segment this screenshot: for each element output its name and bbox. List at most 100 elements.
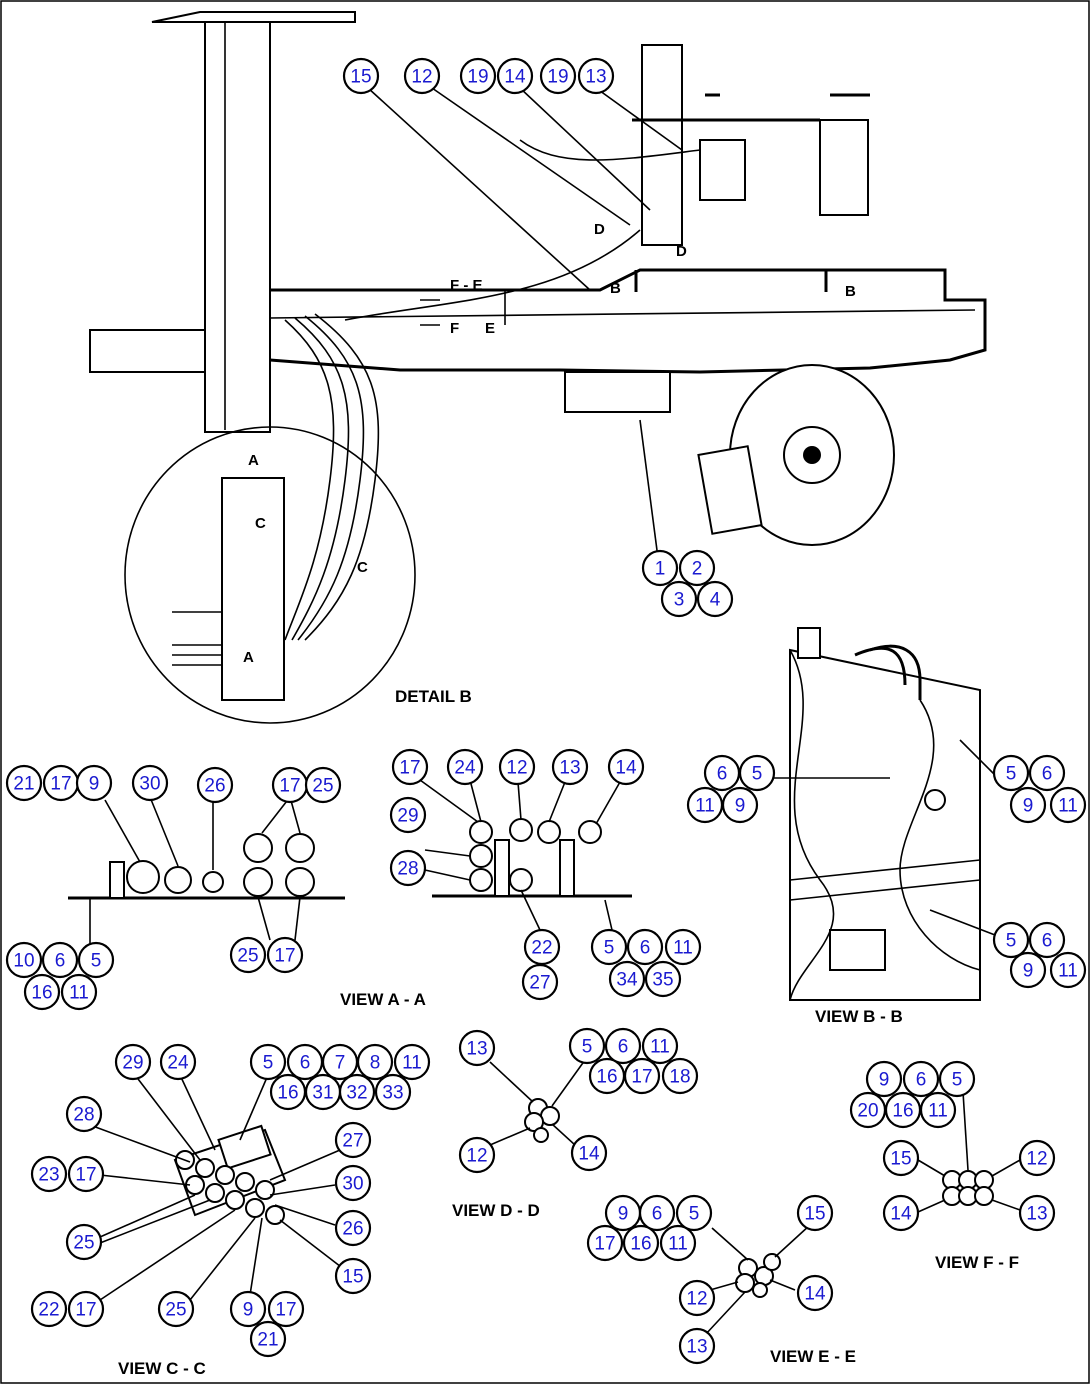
callout-view_ff-0: 9 [865, 1060, 903, 1098]
callout-view_aa2-5: 29 [389, 796, 427, 834]
callout-view_bb-7: 11 [1049, 786, 1087, 824]
callout-view_cc-14: 17 [67, 1155, 105, 1193]
section-e: E [485, 320, 495, 337]
callout-view_dd-7: 12 [458, 1136, 496, 1174]
callout-number: 11 [402, 1053, 422, 1074]
callout-number: 24 [167, 1053, 189, 1074]
callout-number: 21 [257, 1330, 278, 1351]
callout-view_bb-8: 5 [992, 921, 1030, 959]
callout-view_bb-5: 6 [1028, 754, 1066, 792]
callout-view_cc-22: 9 [229, 1290, 267, 1328]
callout-number: 18 [669, 1067, 690, 1088]
callout-view_cc-1: 24 [159, 1043, 197, 1081]
callout-view_ee-2: 5 [675, 1194, 713, 1232]
callout-view_cc-21: 25 [157, 1290, 195, 1328]
callout-number: 19 [547, 67, 568, 88]
callout-number: 21 [13, 774, 34, 795]
callout-number: 5 [1006, 931, 1017, 952]
callout-view_bb-3: 9 [721, 786, 759, 824]
callout-number: 11 [1058, 961, 1078, 982]
view-aa2-drawing [419, 779, 632, 931]
callout-number: 6 [618, 1037, 629, 1058]
callout-number: 27 [529, 973, 550, 994]
callout-view_aa2-13: 35 [644, 960, 682, 998]
callout-view_aa2-9: 5 [590, 928, 628, 966]
callout-view_aa2-11: 11 [664, 928, 702, 966]
callout-view_ee-7: 12 [678, 1279, 716, 1317]
callout-number: 6 [1042, 764, 1053, 785]
callout-number: 5 [752, 764, 763, 785]
callout-view_cc-8: 31 [304, 1073, 342, 1111]
callout-view_cc-12: 27 [334, 1121, 372, 1159]
callout-view_aa2-6: 28 [389, 849, 427, 887]
callout-view_dd-5: 17 [623, 1057, 661, 1095]
callout-main-7: 2 [678, 549, 716, 587]
callout-view_ff-6: 15 [882, 1139, 920, 1177]
callout-view_dd-2: 6 [604, 1027, 642, 1065]
callout-number: 5 [952, 1070, 963, 1091]
callout-view_ff-7: 12 [1018, 1139, 1056, 1177]
callout-view_aa-13: 17 [266, 936, 304, 974]
callout-number: 14 [804, 1284, 826, 1305]
callout-view_aa2-7: 22 [523, 928, 561, 966]
callout-view_cc-3: 6 [286, 1043, 324, 1081]
callout-number: 16 [596, 1067, 617, 1088]
callout-number: 29 [122, 1053, 143, 1074]
callout-number: 5 [263, 1053, 274, 1074]
callout-view_ee-5: 16 [622, 1224, 660, 1262]
callout-number: 14 [615, 758, 637, 779]
callout-number: 5 [689, 1204, 700, 1225]
callout-number: 2 [692, 559, 703, 580]
callout-number: 9 [618, 1204, 629, 1225]
callout-view_cc-0: 29 [114, 1043, 152, 1081]
callout-number: 16 [277, 1083, 298, 1104]
callout-number: 30 [139, 774, 160, 795]
callout-number: 7 [335, 1053, 346, 1074]
callout-view_aa-1: 17 [42, 764, 80, 802]
callout-number: 12 [466, 1146, 487, 1167]
view-ff-drawing [917, 1091, 1021, 1213]
main-assembly [89, 11, 987, 724]
callout-view_aa-6: 25 [304, 766, 342, 804]
view-aa-title: VIEW A - A [340, 990, 426, 1009]
callout-number: 11 [928, 1101, 948, 1122]
callout-main-6: 1 [641, 549, 679, 587]
callout-number: 9 [735, 796, 746, 817]
callout-view_dd-0: 13 [458, 1029, 496, 1067]
callout-view_cc-18: 15 [334, 1257, 372, 1295]
callout-view_ff-2: 5 [938, 1060, 976, 1098]
detail-b-title: DETAIL B [395, 687, 472, 706]
callout-number: 1 [655, 559, 666, 580]
callout-number: 11 [69, 983, 89, 1004]
view-cc-title: VIEW C - C [118, 1359, 206, 1378]
callout-view_cc-15: 30 [334, 1164, 372, 1202]
callout-number: 26 [204, 776, 225, 797]
callout-view_bb-1: 5 [738, 754, 776, 792]
callout-number: 9 [1023, 796, 1034, 817]
callout-view_cc-4: 7 [321, 1043, 359, 1081]
callout-number: 17 [274, 946, 295, 967]
callout-view_cc-6: 11 [393, 1043, 431, 1081]
callout-number: 32 [346, 1083, 367, 1104]
callout-view_ff-8: 14 [882, 1194, 920, 1232]
callout-number: 11 [1058, 796, 1078, 817]
callout-number: 15 [804, 1204, 825, 1225]
view-dd-drawing [489, 1059, 586, 1146]
callout-number: 31 [312, 1083, 333, 1104]
callout-number: 6 [640, 938, 651, 959]
section-c-right: C [357, 559, 368, 576]
view-dd-title: VIEW D - D [452, 1201, 540, 1220]
callout-number: 26 [342, 1219, 363, 1240]
callout-number: 12 [686, 1289, 707, 1310]
callout-number: 13 [585, 67, 606, 88]
callout-number: 14 [504, 67, 526, 88]
callout-view_aa-0: 21 [5, 764, 43, 802]
callout-view_bb-10: 9 [1009, 951, 1047, 989]
callout-number: 20 [857, 1101, 878, 1122]
callout-view_aa-11: 11 [60, 973, 98, 1011]
callout-number: 17 [50, 774, 71, 795]
callout-number: 25 [73, 1233, 94, 1254]
view-ff-title: VIEW F - F [935, 1253, 1019, 1272]
callout-view_bb-0: 6 [703, 754, 741, 792]
